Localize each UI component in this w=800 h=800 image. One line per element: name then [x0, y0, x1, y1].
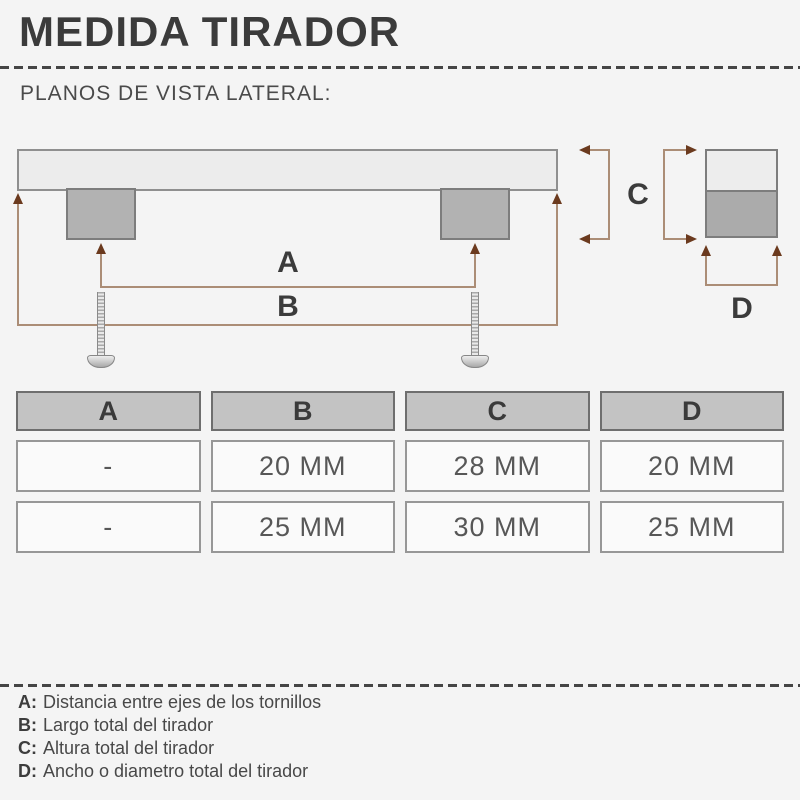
dim-c2-arm-top	[665, 149, 689, 151]
dim-a-line-left	[100, 252, 102, 288]
handle-side-view-diagram: B A C D	[0, 0, 800, 390]
legend-text: Ancho o diametro total del tirador	[43, 761, 309, 781]
dim-c-arrow-top-icon	[579, 145, 590, 155]
top-dashed-divider	[0, 66, 800, 69]
dim-b-arrow-right-icon	[552, 193, 562, 204]
handle-bar	[17, 149, 558, 191]
dim-b-line-right	[556, 196, 558, 326]
table-cell: 30 MM	[405, 501, 590, 553]
table-cell: -	[16, 440, 201, 492]
dim-d-line-bottom	[705, 284, 778, 286]
table-cell: 20 MM	[210, 440, 395, 492]
legend-text: Largo total del tirador	[43, 715, 214, 735]
dim-b-arrow-left-icon	[13, 193, 23, 204]
legend-key: C:	[18, 738, 37, 758]
table-cell: 25 MM	[599, 501, 784, 553]
page-subtitle: PLANOS DE VISTA LATERAL:	[20, 82, 332, 105]
table-header-c: C	[405, 391, 590, 431]
dim-c-arm-top	[586, 149, 610, 151]
legend-key: A:	[18, 692, 37, 712]
screw-right-head-icon	[461, 355, 489, 368]
dim-c-arm-bottom	[586, 238, 610, 240]
dim-c2-arrow-top-icon	[686, 145, 697, 155]
handle-post-right	[440, 188, 510, 240]
dim-label-d: D	[731, 292, 753, 325]
dim-label-a: A	[277, 246, 299, 279]
legend-item-a: A: Distancia entre ejes de los tornillos	[18, 693, 321, 712]
handle-end-view	[705, 149, 778, 238]
dim-d-line-right	[776, 250, 778, 286]
measurements-table: A B C D - 20 MM 28 MM 20 MM - 25 MM 30 M…	[16, 391, 784, 553]
legend-text: Altura total del tirador	[43, 738, 215, 758]
dim-a-arrow-right-icon	[470, 243, 480, 254]
page-title: MEDIDA TIRADOR	[19, 8, 401, 55]
dim-a-arrow-left-icon	[96, 243, 106, 254]
end-view-post-section	[707, 190, 776, 236]
dim-b-line-bottom	[17, 324, 558, 326]
bottom-dashed-divider	[0, 684, 800, 687]
legend-item-d: D: Ancho o diametro total del tirador	[18, 762, 321, 781]
legend-key: D:	[18, 761, 37, 781]
table-cell: -	[16, 501, 201, 553]
legend-item-c: C: Altura total del tirador	[18, 739, 321, 758]
dim-d-arrow-right-icon	[772, 245, 782, 256]
table-cell: 20 MM	[599, 440, 784, 492]
dim-c-arrow-bottom-icon	[579, 234, 590, 244]
dim-c2-arm-bottom	[665, 238, 689, 240]
table-cell: 25 MM	[210, 501, 395, 553]
table-header-d: D	[599, 391, 784, 431]
dim-a-line-bottom	[100, 286, 476, 288]
legend-key: B:	[18, 715, 37, 735]
dim-c2-arrow-bottom-icon	[686, 234, 697, 244]
end-view-bar-section	[707, 151, 776, 190]
dim-c2-line-vertical	[663, 149, 665, 240]
dim-label-c: C	[627, 178, 649, 211]
dim-d-line-left	[705, 250, 707, 286]
legend-text: Distancia entre ejes de los tornillos	[43, 692, 322, 712]
screw-right-shaft-icon	[471, 292, 479, 356]
dim-label-b: B	[277, 290, 299, 323]
legend-item-b: B: Largo total del tirador	[18, 716, 321, 735]
dim-a-line-right	[474, 252, 476, 288]
dim-b-line-left	[17, 196, 19, 326]
table-cell: 28 MM	[405, 440, 590, 492]
handle-post-left	[66, 188, 136, 240]
table-header-a: A	[16, 391, 201, 431]
screw-left-shaft-icon	[97, 292, 105, 356]
table-header-b: B	[210, 391, 395, 431]
dim-d-arrow-left-icon	[701, 245, 711, 256]
dim-c-line-vertical	[608, 149, 610, 240]
screw-left-head-icon	[87, 355, 115, 368]
legend: A:Distancia entre ejes de los tornillos …	[18, 693, 321, 785]
